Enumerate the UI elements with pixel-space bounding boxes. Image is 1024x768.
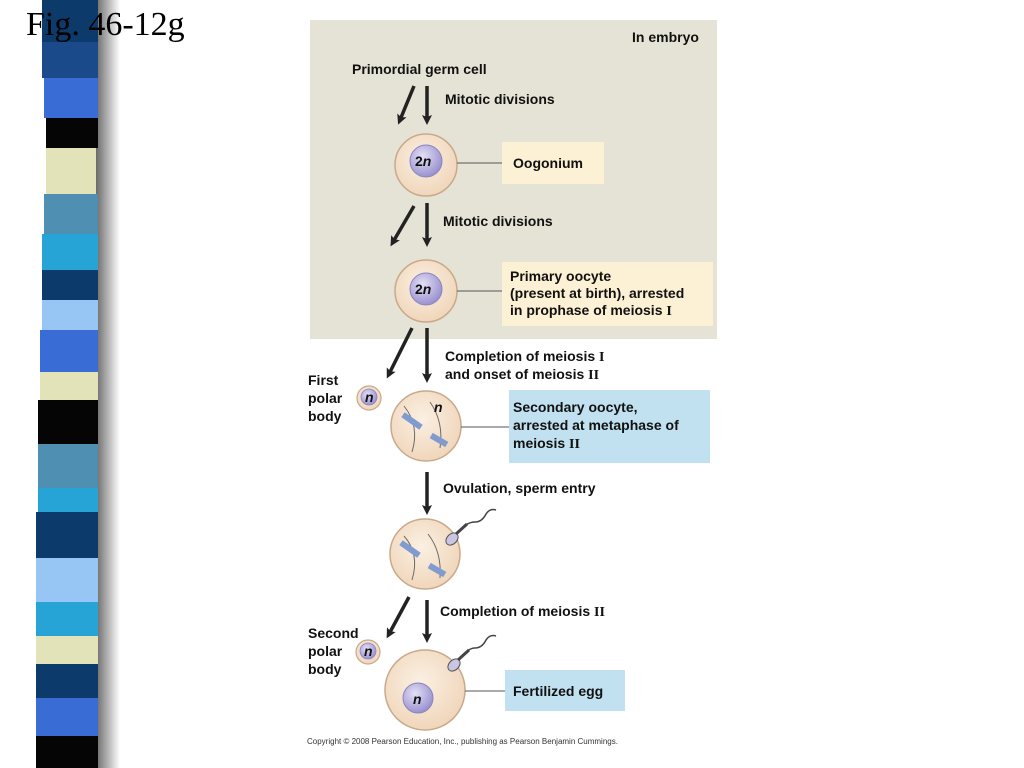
first-polar-label-1: First [308,372,339,388]
primordial-germ-cell-label: Primordial germ cell [352,61,487,77]
arrow-mitotic-1-side [397,85,416,125]
figure-title: Fig. 46-12g [26,6,185,43]
sperm-icon [445,508,497,546]
meiosis2-onset-label: and onset of meiosis II [445,366,599,383]
stripe-pieces [36,0,98,768]
embryo-label: In embryo [632,29,699,45]
fertilized-egg-text: Fertilized egg [513,683,603,699]
primary-oocyte-line1: Primary oocyte [510,268,611,284]
meiosis1-completion-label: Completion of meiosis I [445,348,604,365]
arrow-meiosis1-side [386,327,414,379]
fertilized-egg-box [505,670,625,711]
primary-oocyte-line2: (present at birth), arrested [510,285,684,301]
second-polar-body: n [355,639,381,665]
first-polar-body: n [356,385,382,411]
second-polar-label-1: Second [308,625,359,641]
arrow-meiosis2-side [386,596,411,639]
first-polar-label-2: polar [308,390,343,406]
first-polar-label-3: body [308,408,342,424]
second-polar-label-2: polar [308,643,343,659]
secondary-oocyte-line3: meiosis II [513,435,580,452]
primary-oocyte-ploidy: 2n [415,281,431,297]
secondary-oocyte-cell: n [390,390,462,462]
oogonium-ploidy: 2n [415,153,431,169]
secondary-oocyte-line1: Secondary oocyte, [513,399,638,415]
fertilized-egg-cell: n [384,634,497,731]
first-polar-ploidy: n [365,389,374,405]
oogonium-text: Oogonium [513,155,583,171]
arrow-mitotic-2-side [390,205,416,247]
decorative-stripe-bar [36,0,120,768]
oogonium-box [502,142,604,184]
primary-oocyte-box [502,262,713,326]
primary-oocyte-cell: 2n [394,259,458,323]
mitotic-divisions-2-label: Mitotic divisions [443,213,553,229]
oogonium-cell: 2n [394,133,458,197]
meiosis2-completion-label: Completion of meiosis II [440,603,605,620]
primary-oocyte-line3: in prophase of meiosis I [510,302,672,319]
arrows [386,85,432,643]
fertilized-egg-ploidy: n [413,691,422,707]
sperm-icon-fertilized [447,634,497,672]
oocyte-sperm-entry-cell [389,508,497,590]
copyright-notice: Copyright © 2008 Pearson Education, Inc.… [307,737,618,746]
secondary-oocyte-box [509,390,710,463]
ovulation-label: Ovulation, sperm entry [443,480,596,496]
second-polar-label-3: body [308,661,342,677]
secondary-oocyte-ploidy: n [434,399,443,415]
second-polar-ploidy: n [364,643,373,659]
secondary-oocyte-line2: arrested at metaphase of [513,417,679,433]
mitotic-divisions-1-label: Mitotic divisions [445,91,555,107]
